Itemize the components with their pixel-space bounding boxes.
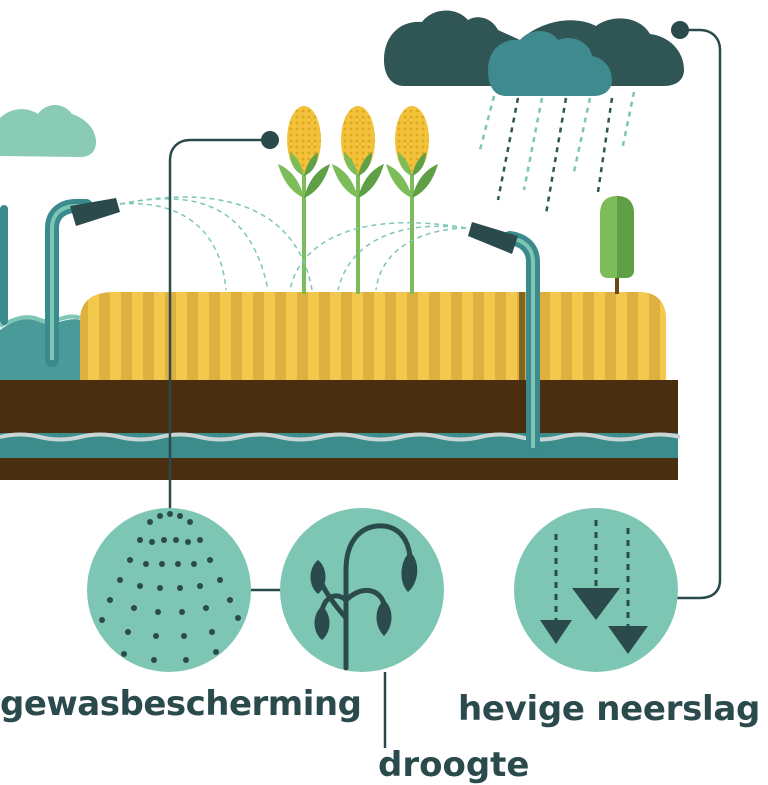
label-crop-protection: gewasbescherming — [0, 684, 362, 724]
spray-icon — [87, 508, 251, 672]
tree-icon — [600, 196, 634, 294]
label-drought: droogte — [378, 745, 530, 785]
spray-left — [119, 196, 313, 291]
sprinkler-right-icon — [468, 222, 540, 455]
connector-dot-rain — [671, 21, 689, 39]
soil — [0, 380, 681, 480]
cloud-left-icon — [0, 105, 96, 157]
spray-right — [289, 222, 467, 291]
corn-plant-2 — [332, 106, 384, 294]
rain-cloud-teal-icon — [488, 31, 612, 96]
corn-plant-3 — [386, 106, 438, 294]
connector-dot-crop — [261, 131, 279, 149]
scene-svg — [0, 10, 722, 748]
wilted-plant-icon — [280, 508, 444, 672]
water-basin — [0, 205, 81, 380]
label-heavy-rain: hevige neerslag — [458, 689, 761, 729]
connector-lines — [168, 28, 722, 748]
sprinkler-left-icon — [45, 198, 120, 367]
crop-field — [80, 292, 666, 380]
illustration: gewasbescherming hevige neerslag droogte — [0, 10, 761, 782]
corn-plant-1 — [278, 106, 330, 294]
heavy-rain-arrows-icon — [514, 508, 678, 672]
rain-lines — [478, 91, 636, 215]
